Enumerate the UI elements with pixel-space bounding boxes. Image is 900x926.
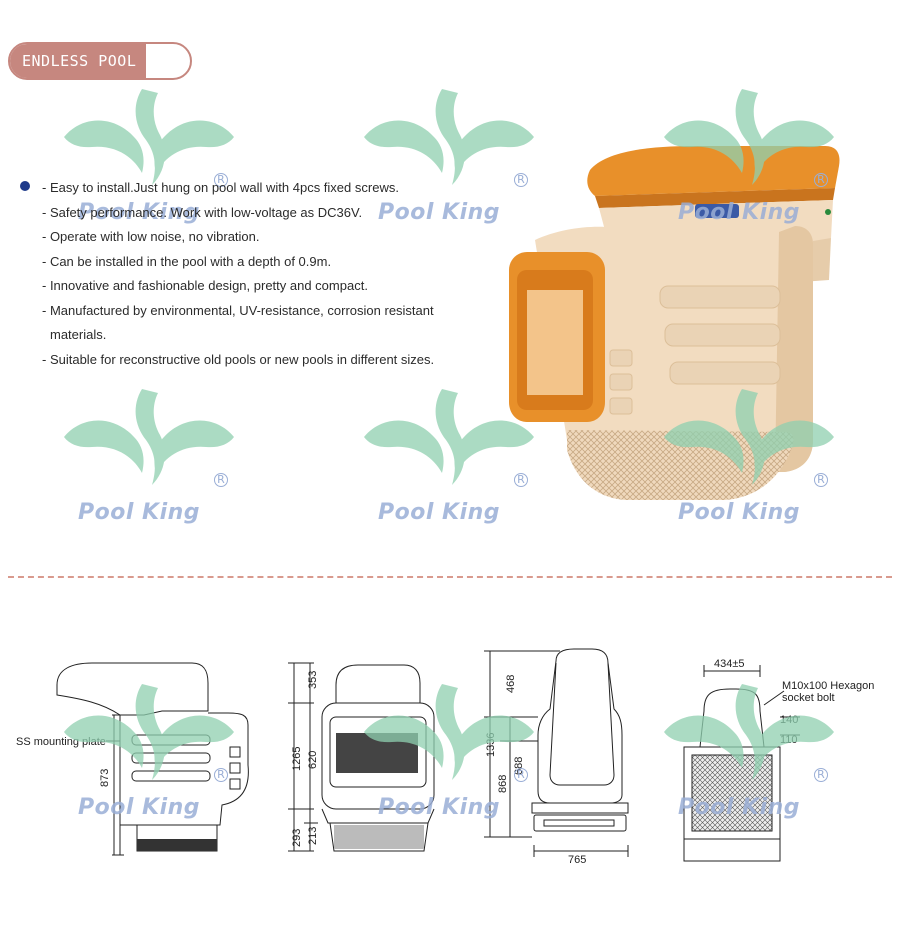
section-divider <box>8 576 892 578</box>
dimension-value: 873 <box>99 769 111 787</box>
feature-item: - Suitable for reconstructive old pools … <box>42 351 435 367</box>
registered-mark: R <box>514 173 528 187</box>
registered-mark: R <box>214 768 228 782</box>
watermark: R Pool King <box>362 85 534 225</box>
watermark-text: Pool King <box>78 795 201 820</box>
watermark: R Pool King <box>362 385 534 525</box>
dolphin-logo-icon <box>364 684 534 780</box>
watermark-text: Pool King <box>78 500 201 525</box>
bolt-label-line1: M10x100 Hexagon <box>782 680 874 692</box>
dolphin-logo-icon <box>364 89 534 185</box>
watermark-text: Pool King <box>78 200 201 225</box>
feature-item: - Operate with low noise, no vibration. <box>42 229 260 244</box>
registered-mark: R <box>514 473 528 487</box>
watermark: R Pool King <box>62 385 234 525</box>
dolphin-logo-icon <box>664 684 834 780</box>
watermark: R Pool King <box>362 680 534 820</box>
dolphin-logo-icon <box>64 684 234 780</box>
dimension-value: 620 <box>307 751 319 769</box>
registered-mark: R <box>814 768 828 782</box>
registered-mark: R <box>514 768 528 782</box>
watermark: R Pool King <box>662 385 834 525</box>
registered-mark: R <box>814 173 828 187</box>
feature-item: - Manufactured by environmental, UV-resi… <box>42 302 434 343</box>
feature-item: - Can be installed in the pool with a de… <box>42 253 332 269</box>
feature-item: - Safety performance. Work with low-volt… <box>42 204 363 220</box>
dimension-value: 213 <box>307 827 319 845</box>
bolt-label-line2: socket bolt <box>782 692 835 704</box>
registered-mark: R <box>814 473 828 487</box>
title-pill-fill <box>10 44 146 78</box>
dimension-value: 353 <box>307 671 319 689</box>
dimension-value: 468 <box>505 675 517 693</box>
watermark: R Pool King <box>662 680 834 820</box>
watermark-text: Pool King <box>678 795 801 820</box>
watermark: R Pool King <box>662 85 834 225</box>
dimension-value: 293 <box>291 829 303 847</box>
dolphin-logo-icon <box>664 389 834 485</box>
watermark-text: Pool King <box>378 500 501 525</box>
watermark-text: Pool King <box>378 200 501 225</box>
dimension-value: 434±5 <box>714 658 745 670</box>
page-title: ENDLESS POOL <box>22 52 137 70</box>
bullet-dot <box>20 181 30 191</box>
watermark-text: Pool King <box>378 795 501 820</box>
feature-item: - Innovative and fashionable design, pre… <box>42 278 368 293</box>
registered-mark: R <box>214 173 228 187</box>
watermark: R Pool King <box>62 85 234 225</box>
title-pill: ENDLESS POOL <box>8 42 192 80</box>
watermark-text: Pool King <box>678 200 801 225</box>
dimension-value: 868 <box>497 775 509 793</box>
dolphin-logo-icon <box>664 89 834 185</box>
dolphin-logo-icon <box>64 389 234 485</box>
dolphin-logo-icon <box>64 89 234 185</box>
dimension-value: 1265 <box>291 747 303 771</box>
watermark-text: Pool King <box>678 500 801 525</box>
dimension-value: 765 <box>568 854 586 865</box>
dolphin-logo-icon <box>364 389 534 485</box>
feature-list: - Easy to install.Just hung on pool wall… <box>42 176 462 372</box>
registered-mark: R <box>214 473 228 487</box>
watermark: R Pool King <box>62 680 234 820</box>
feature-item: - Easy to install.Just hung on pool wall… <box>42 180 399 195</box>
